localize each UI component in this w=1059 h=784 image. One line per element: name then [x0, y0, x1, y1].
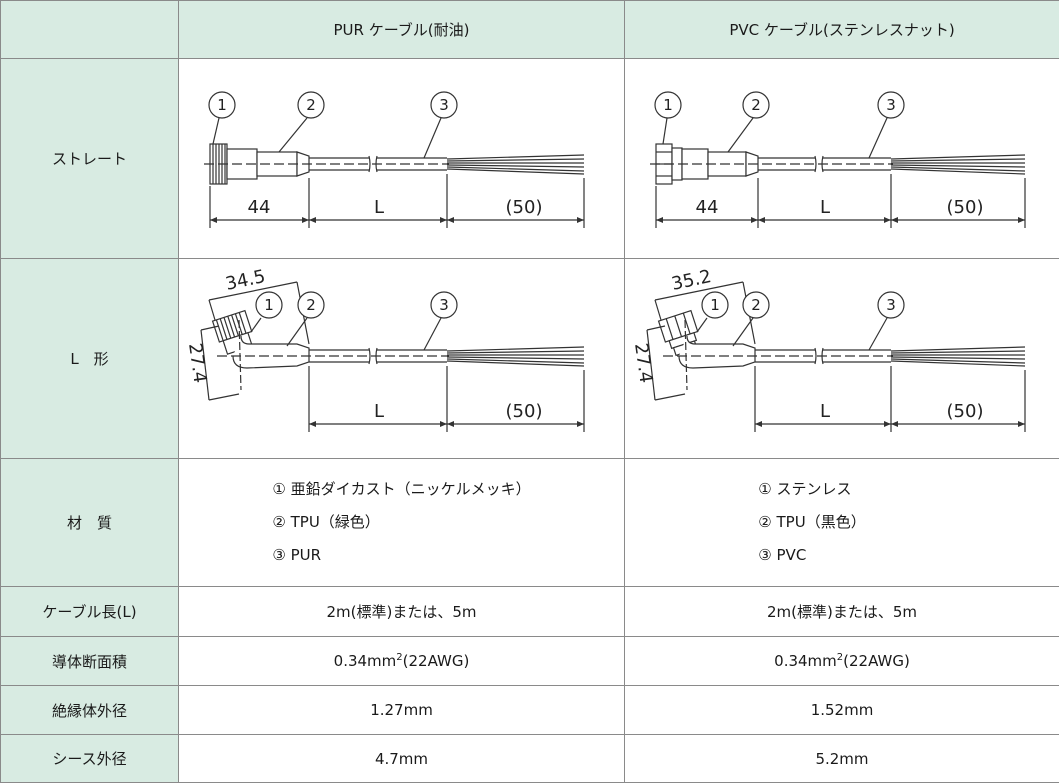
material-item: ③ PUR: [272, 546, 322, 564]
pvc-l-shape-diagram: 1 2 3 35.2 27.4 L (50): [630, 266, 1026, 432]
dim-L: L: [820, 197, 830, 218]
callout-1: 1: [217, 96, 227, 114]
callout-3: 3: [439, 96, 449, 114]
dim-l-height: 27.4: [184, 341, 210, 384]
callout-3: 3: [439, 296, 449, 314]
dim-50: (50): [506, 197, 543, 218]
dim-50: (50): [947, 197, 984, 218]
dim-L: L: [374, 197, 384, 218]
pvc-material-list: ① ステンレス ② TPU（黒色） ③ PVC: [758, 473, 865, 572]
callout-1: 1: [264, 296, 274, 314]
callout-2: 2: [306, 296, 316, 314]
pvc-cable-length: 2m(標準)または、5m: [624, 586, 1059, 637]
callout-3: 3: [886, 296, 896, 314]
dim-50: (50): [506, 401, 543, 422]
pvc-conductor: 0.34mm2(22AWG): [624, 636, 1059, 686]
callout-1: 1: [663, 96, 673, 114]
row-label-cable-length: ケーブル長(L): [0, 586, 179, 637]
callout-2: 2: [306, 96, 316, 114]
material-item: ① ステンレス: [758, 480, 852, 498]
dim-44: 44: [696, 197, 719, 218]
pur-material-list: ① 亜鉛ダイカスト（ニッケルメッキ） ② TPU（緑色） ③ PUR: [272, 473, 530, 572]
material-item: ② TPU（緑色）: [272, 513, 380, 531]
header-corner: [0, 0, 179, 59]
dim-l-height: 27.4: [630, 341, 656, 384]
pvc-l-shape-cell: 1 2 3 35.2 27.4 L (50): [624, 258, 1059, 459]
header-pvc-cable: PVC ケーブル(ステンレスナット): [624, 0, 1059, 59]
pvc-straight-cell: 1 2 3 44 L (50): [624, 58, 1059, 259]
dim-l-width: 35.2: [670, 266, 714, 295]
row-label-material: 材 質: [0, 458, 179, 587]
pur-straight-cell: 1 2 3 44 L (50): [178, 58, 625, 259]
callout-3: 3: [886, 96, 896, 114]
material-item: ② TPU（黒色）: [758, 513, 866, 531]
pvc-straight-diagram: 1 2 3 44 L (50): [650, 90, 1026, 228]
row-label-l-shape: L 形: [0, 258, 179, 459]
callout-2: 2: [751, 96, 761, 114]
callout-2: 2: [751, 296, 761, 314]
pur-straight-diagram: 1 2 3 44 L (50): [204, 90, 585, 228]
pur-l-shape-diagram: 1 2 3 34.5 27.4 L (50): [184, 266, 585, 432]
material-item: ③ PVC: [758, 546, 807, 564]
row-label-conductor: 導体断面積: [0, 636, 179, 686]
pvc-sheath: 5.2mm: [624, 734, 1059, 783]
dim-L: L: [820, 401, 830, 422]
dim-44: 44: [248, 197, 271, 218]
dim-50: (50): [947, 401, 984, 422]
pur-l-shape-cell: 1 2 3 34.5 27.4 L (50): [178, 258, 625, 459]
material-item: ① 亜鉛ダイカスト（ニッケルメッキ）: [272, 480, 531, 498]
row-label-sheath: シース外径: [0, 734, 179, 783]
pur-material-cell: ① 亜鉛ダイカスト（ニッケルメッキ） ② TPU（緑色） ③ PUR: [178, 458, 625, 587]
pur-cable-length: 2m(標準)または、5m: [178, 586, 625, 637]
pur-insulator: 1.27mm: [178, 685, 625, 735]
pur-conductor: 0.34mm2(22AWG): [178, 636, 625, 686]
pvc-insulator: 1.52mm: [624, 685, 1059, 735]
header-pur-cable: PUR ケーブル(耐油): [178, 0, 625, 59]
pur-sheath: 4.7mm: [178, 734, 625, 783]
dim-L: L: [374, 401, 384, 422]
dim-l-width: 34.5: [224, 266, 268, 295]
pvc-material-cell: ① ステンレス ② TPU（黒色） ③ PVC: [624, 458, 1059, 587]
row-label-straight: ストレート: [0, 58, 179, 259]
callout-1: 1: [710, 296, 720, 314]
row-label-insulator: 絶縁体外径: [0, 685, 179, 735]
